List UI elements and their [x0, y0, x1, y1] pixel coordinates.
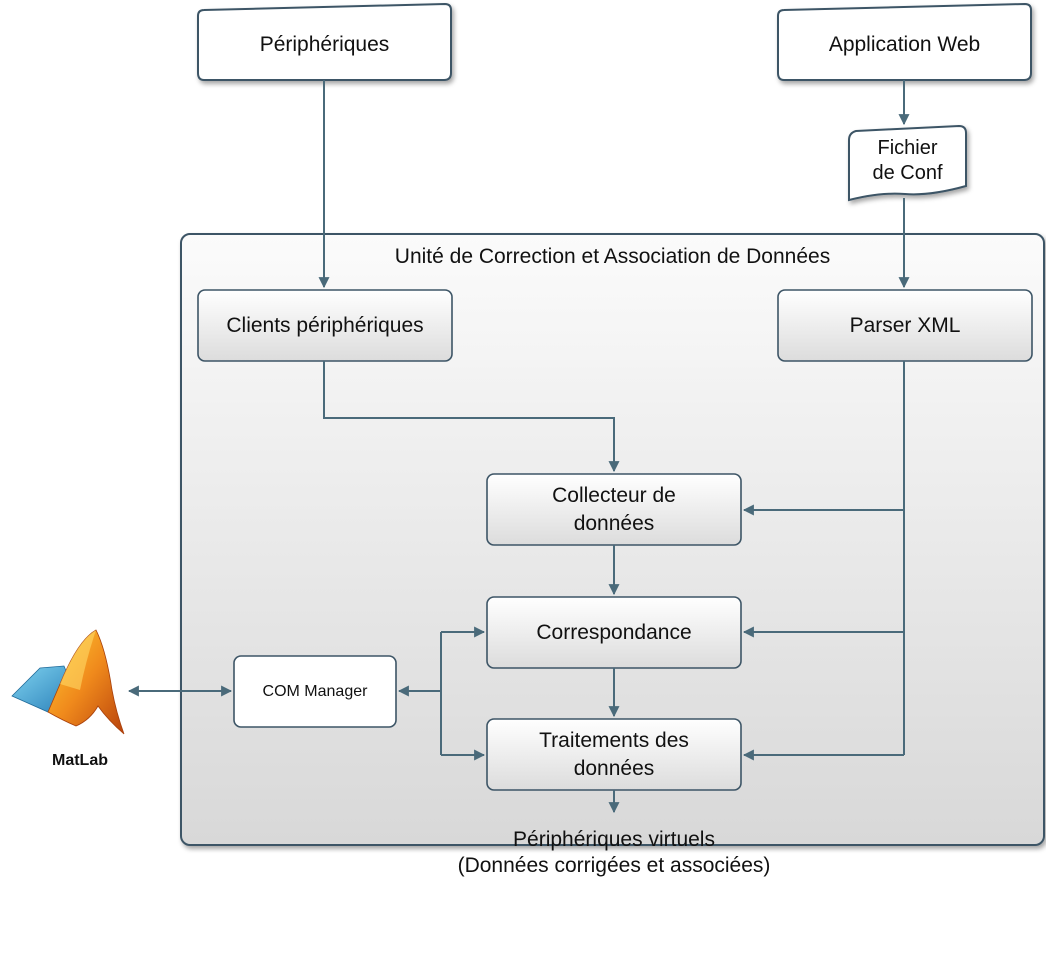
parser-xml-label: Parser XML [849, 313, 961, 337]
correspondance-label: Correspondance [536, 620, 692, 644]
peripheriques-label: Périphériques [259, 33, 390, 56]
traitements-label: Traitements des données [539, 728, 689, 780]
fichier-conf-label: Fichier de Conf [872, 137, 943, 184]
collecteur-label: Collecteur de données [552, 483, 676, 535]
matlab-logo-icon [11, 629, 125, 735]
clients-peripheriques-label: Clients périphériques [226, 313, 424, 337]
matlab-label: MatLab [52, 752, 108, 769]
com-manager-label: COM Manager [262, 682, 368, 700]
application-web-label: Application Web [828, 33, 981, 56]
arrow-clients-to-collecteur [323, 361, 620, 473]
application-web-box [777, 2, 1032, 81]
unit-title: Unité de Correction et Association de Do… [394, 245, 831, 268]
peripheriques-box [197, 2, 452, 81]
output-line2: (Données corrigées et associées) [457, 854, 771, 877]
fichier-conf-doc [848, 124, 967, 202]
output-line1: Périphériques virtuels [513, 828, 715, 851]
com-manager-box [233, 655, 397, 728]
